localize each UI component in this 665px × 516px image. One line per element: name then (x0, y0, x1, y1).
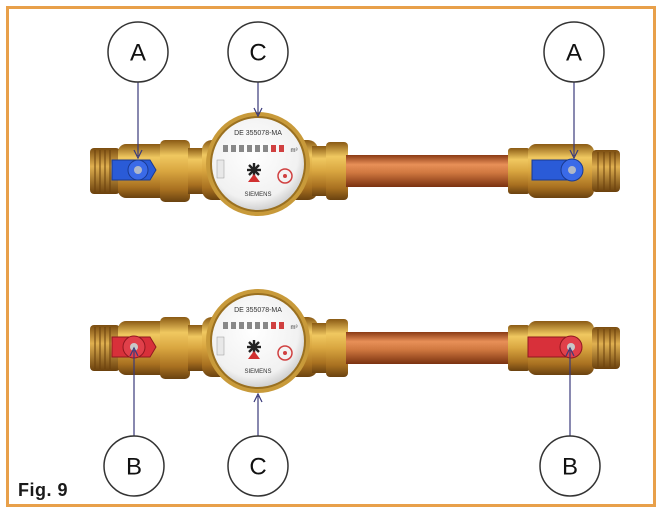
callout-bottom-left: B (103, 435, 165, 497)
top-union-nut (326, 142, 348, 200)
svg-text:C: C (249, 40, 266, 67)
top-assembly: DE 355078-MA m³ SIEMENS (90, 112, 620, 216)
callout-top-right: A (543, 21, 605, 83)
callout-bottom-center: C (227, 435, 289, 497)
bottom-copper-pipe (346, 332, 514, 364)
top-copper-pipe (346, 155, 514, 187)
top-meter-serial: DE 355078-MA (234, 130, 282, 137)
bottom-right-thread (592, 327, 620, 369)
callout-leaders (129, 82, 579, 436)
callout-top-center: C (227, 21, 289, 83)
figure-frame (6, 6, 656, 507)
top-meter-brand: SIEMENS (244, 192, 271, 198)
bottom-assembly: DE 355078-MA m³ SIEMENS (90, 289, 620, 393)
top-right-valve-handle (531, 158, 584, 182)
svg-text:A: A (130, 40, 146, 67)
bottom-meter-red-dial (277, 345, 293, 361)
svg-text:A: A (566, 40, 582, 67)
bottom-meter-dial (210, 293, 306, 389)
figure-label: Fig. 9 (18, 480, 69, 500)
top-meter-star-icon (247, 163, 261, 182)
top-meter-red-dial (277, 168, 293, 184)
bottom-meter-unit: m³ (291, 325, 298, 331)
top-meter-unit: m³ (291, 148, 298, 154)
top-left-valve-handle (111, 159, 157, 181)
bottom-meter-brand: SIEMENS (244, 369, 271, 375)
svg-text:B: B (126, 454, 142, 481)
bottom-right-valve-handle (527, 335, 583, 359)
svg-text:C: C (249, 454, 266, 481)
callout-bottom-right: B (539, 435, 601, 497)
svg-text:B: B (562, 454, 578, 481)
bottom-meter-star-icon (247, 340, 261, 359)
bottom-meter-serial: DE 355078-MA (234, 307, 282, 314)
top-right-thread (592, 150, 620, 192)
bottom-union-nut (326, 319, 348, 377)
callout-top-left: A (107, 21, 169, 83)
